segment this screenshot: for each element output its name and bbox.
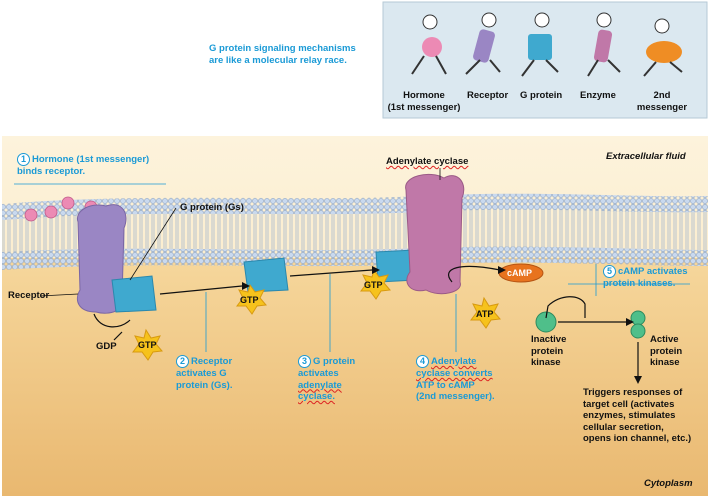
gprotein-2	[243, 257, 289, 293]
gprotein-1	[111, 275, 157, 313]
adenylate-cyclase-label: Adenylate cyclase	[386, 156, 469, 167]
step-4-number: 4	[416, 355, 429, 368]
responses-text: Triggers responses of target cell (activ…	[583, 387, 692, 444]
active-kinase-b	[630, 323, 646, 339]
relay-label-hormone: Hormone(1st messenger)	[387, 90, 461, 113]
relay-label-gprotein: G protein	[520, 90, 563, 101]
relay-label-receptor: Receptor	[467, 90, 509, 101]
adenylate-cyclase	[405, 174, 465, 295]
gtp-label-2: GTP	[240, 295, 259, 305]
gtp-star-3	[360, 268, 391, 300]
cytoplasm-label: Cytoplasm	[644, 478, 693, 489]
receptor-label: Receptor	[8, 290, 50, 301]
extracellular-label: Extracellular fluid	[606, 151, 686, 162]
relay-caption: G protein signaling mechanisms are like …	[209, 43, 379, 66]
cell-membrane	[2, 193, 708, 270]
step-2-number: 2	[176, 355, 189, 368]
gtp-star-1	[132, 328, 163, 361]
gtp-star-2	[236, 283, 267, 315]
gdp-label: GDP	[96, 341, 117, 352]
camp-label: cAMP	[507, 268, 533, 278]
step-3-number: 3	[298, 355, 311, 368]
relay-caption-line2: are like a molecular relay race.	[209, 54, 347, 66]
gtp-label-1: GTP	[138, 340, 157, 350]
step-5-number: 5	[603, 265, 616, 278]
relay-caption-line1: G protein signaling mechanisms	[209, 43, 356, 54]
inactive-kinase	[535, 311, 557, 333]
g-protein-label: G protein (Gs)	[180, 202, 244, 213]
gtp-label-3: GTP	[364, 280, 383, 290]
atp-star	[470, 296, 501, 329]
relay-label-enzyme: Enzyme	[580, 90, 616, 101]
atp-label: ATP	[476, 309, 494, 319]
step-1-number: 1	[17, 153, 30, 166]
relay-runners	[411, 12, 683, 77]
active-kinase-a	[630, 310, 646, 326]
